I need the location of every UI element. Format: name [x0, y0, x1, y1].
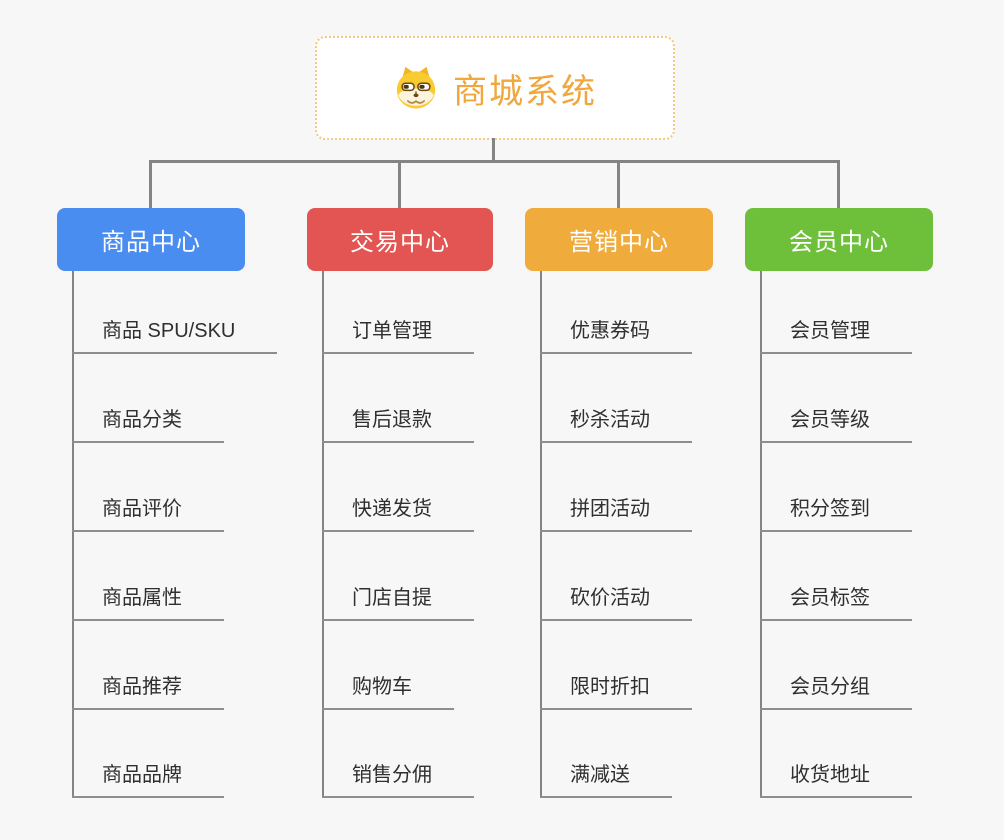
branch-drop-line	[617, 161, 620, 208]
leaf-node[interactable]: 拼团活动	[540, 494, 692, 532]
branch-bus-line	[149, 160, 840, 163]
leaf-node[interactable]: 会员标签	[760, 583, 912, 621]
root-connector-line	[492, 138, 495, 163]
leaf-node[interactable]: 收货地址	[760, 760, 912, 798]
leaf-node[interactable]: 商品分类	[72, 405, 224, 443]
leaf-node[interactable]: 会员管理	[760, 316, 912, 354]
branch-trunk-line	[72, 270, 74, 798]
leaf-node[interactable]: 门店自提	[322, 583, 474, 621]
branch-drop-line	[149, 161, 152, 208]
leaf-node[interactable]: 订单管理	[322, 316, 474, 354]
leaf-node[interactable]: 商品 SPU/SKU	[72, 316, 278, 354]
leaf-node[interactable]: 销售分佣	[322, 760, 474, 798]
leaf-node[interactable]: 限时折扣	[540, 672, 692, 710]
leaf-node[interactable]: 快递发货	[322, 494, 474, 532]
branch-node-marketing[interactable]: 营销中心	[525, 208, 713, 271]
branch-drop-line	[837, 161, 840, 208]
root-node-label: 商城系统	[453, 72, 597, 111]
leaf-node[interactable]: 满减送	[540, 760, 672, 798]
leaf-node[interactable]: 会员等级	[760, 405, 912, 443]
branch-trunk-line	[760, 270, 762, 798]
branch-trunk-line	[322, 270, 324, 798]
leaf-node[interactable]: 商品属性	[72, 583, 224, 621]
root-node[interactable]: 商城系统	[315, 36, 675, 140]
leaf-node[interactable]: 售后退款	[322, 405, 474, 443]
branch-drop-line	[398, 161, 401, 208]
leaf-node[interactable]: 商品品牌	[72, 760, 224, 798]
branch-node-member[interactable]: 会员中心	[745, 208, 933, 271]
leaf-node[interactable]: 积分签到	[760, 494, 912, 532]
leaf-node[interactable]: 优惠券码	[540, 316, 692, 354]
leaf-node[interactable]: 秒杀活动	[540, 405, 692, 443]
branch-node-product[interactable]: 商品中心	[57, 208, 245, 271]
leaf-node[interactable]: 砍价活动	[540, 583, 692, 621]
branch-node-trade[interactable]: 交易中心	[307, 208, 493, 271]
leaf-node[interactable]: 会员分组	[760, 672, 912, 710]
leaf-node[interactable]: 商品推荐	[72, 672, 224, 710]
branch-trunk-line	[540, 270, 542, 798]
leaf-node[interactable]: 购物车	[322, 672, 454, 710]
leaf-node[interactable]: 商品评价	[72, 494, 224, 532]
dog-face-icon	[393, 65, 439, 111]
